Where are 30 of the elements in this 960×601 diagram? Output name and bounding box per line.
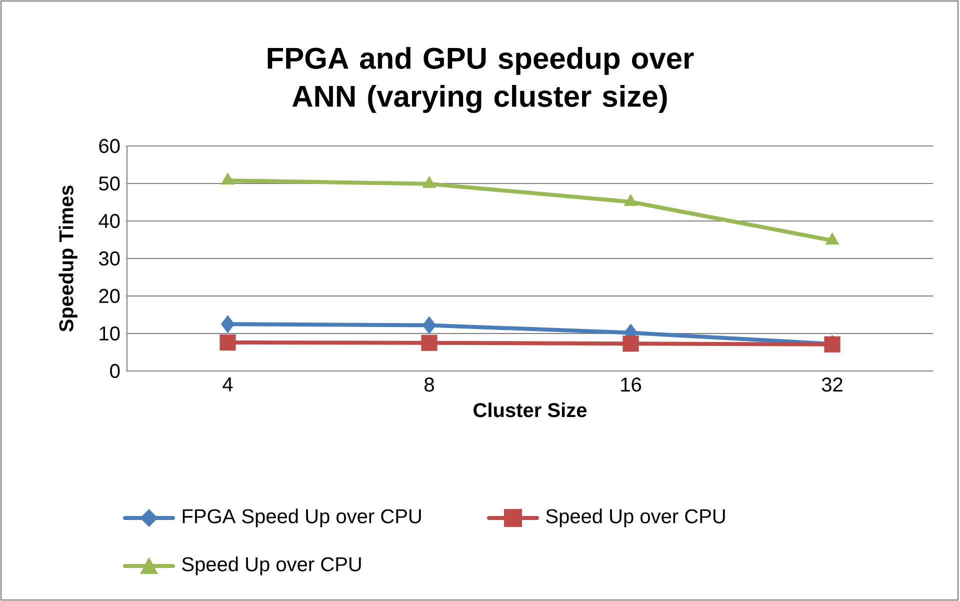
y-tick-label: 20 bbox=[99, 288, 120, 304]
legend-label: FPGA Speed Up over CPU bbox=[182, 508, 421, 528]
y-tick-label: 40 bbox=[98, 214, 120, 228]
legend-entry: Speed Up over CPU bbox=[123, 556, 361, 576]
chart-title: FPGA and GPU speedup over ANN (varying cluster size) bbox=[268, 46, 694, 114]
point bbox=[825, 232, 840, 245]
x-axis-title: Cluster Size bbox=[474, 402, 587, 418]
point bbox=[220, 334, 236, 351]
point bbox=[220, 315, 235, 334]
y-axis-title: Speedup Times bbox=[58, 186, 78, 332]
x-tick-label: 8 bbox=[424, 378, 434, 392]
point bbox=[624, 194, 638, 206]
x-tick-label: 16 bbox=[621, 378, 641, 392]
point bbox=[422, 176, 436, 188]
x-tick-label: 4 bbox=[222, 378, 233, 392]
y-tick-label: 10 bbox=[100, 326, 120, 341]
legend-entry: FPGA Speed Up over CPU bbox=[123, 508, 421, 528]
line-chart: 4 8 16 32 0 10 20 30 40 50 60 Cluster Size Speedup Times bbox=[58, 138, 934, 418]
point bbox=[220, 172, 235, 185]
legend-entry: Speed Up over CPU bbox=[487, 508, 725, 528]
legend-label: Speed Up over CPU bbox=[546, 508, 725, 528]
legend-label: Speed Up over CPU bbox=[182, 556, 361, 576]
x-tick-label: 32 bbox=[822, 378, 842, 392]
y-tick-label: 30 bbox=[99, 251, 120, 266]
y-tick-label: 60 bbox=[99, 138, 120, 154]
y-tick-label: 50 bbox=[99, 176, 120, 191]
y-tick-label: 0 bbox=[110, 364, 120, 378]
point bbox=[421, 334, 438, 351]
point bbox=[422, 316, 436, 334]
point bbox=[622, 336, 639, 352]
